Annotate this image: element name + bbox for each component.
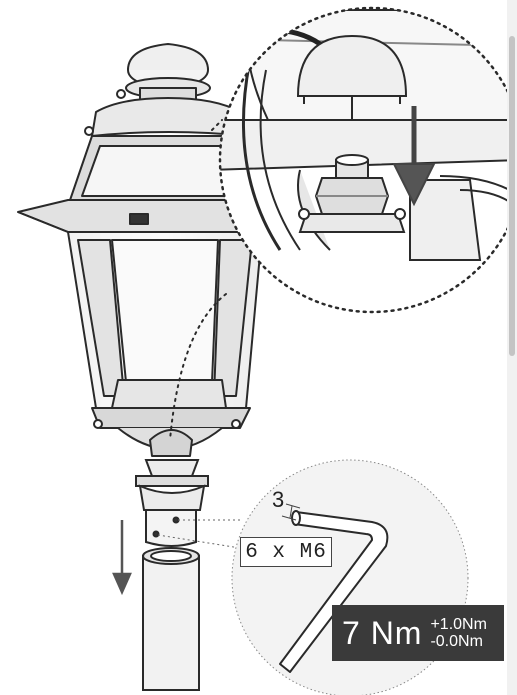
hex-size-label: 3 — [272, 487, 285, 512]
torque-badge: 7 Nm +1.0Nm -0.0Nm — [332, 605, 504, 661]
detail-circle-top — [218, 6, 517, 314]
insert-arrow-icon — [392, 106, 436, 207]
torque-tol-minus: -0.0Nm — [430, 633, 483, 650]
pole-icon — [142, 547, 200, 691]
hex-nut-icon — [298, 154, 406, 233]
torque-value: 7 Nm — [342, 614, 423, 651]
pole-fitter — [135, 459, 209, 547]
screw-quantity-label: 6 x M6 — [240, 537, 332, 567]
torque-tol-plus: +1.0Nm — [430, 616, 487, 633]
scrollbar-thumb[interactable] — [509, 36, 515, 356]
vertical-scrollbar[interactable] — [507, 0, 517, 695]
dome-cap-icon — [296, 34, 408, 120]
down-arrow-icon — [112, 520, 132, 596]
detail-connector — [169, 119, 227, 441]
torque-tolerance: +1.0Nm -0.0Nm — [430, 616, 486, 650]
callout-leader — [157, 519, 241, 549]
lantern-icon — [17, 43, 313, 457]
hex-key-icon — [279, 510, 389, 673]
